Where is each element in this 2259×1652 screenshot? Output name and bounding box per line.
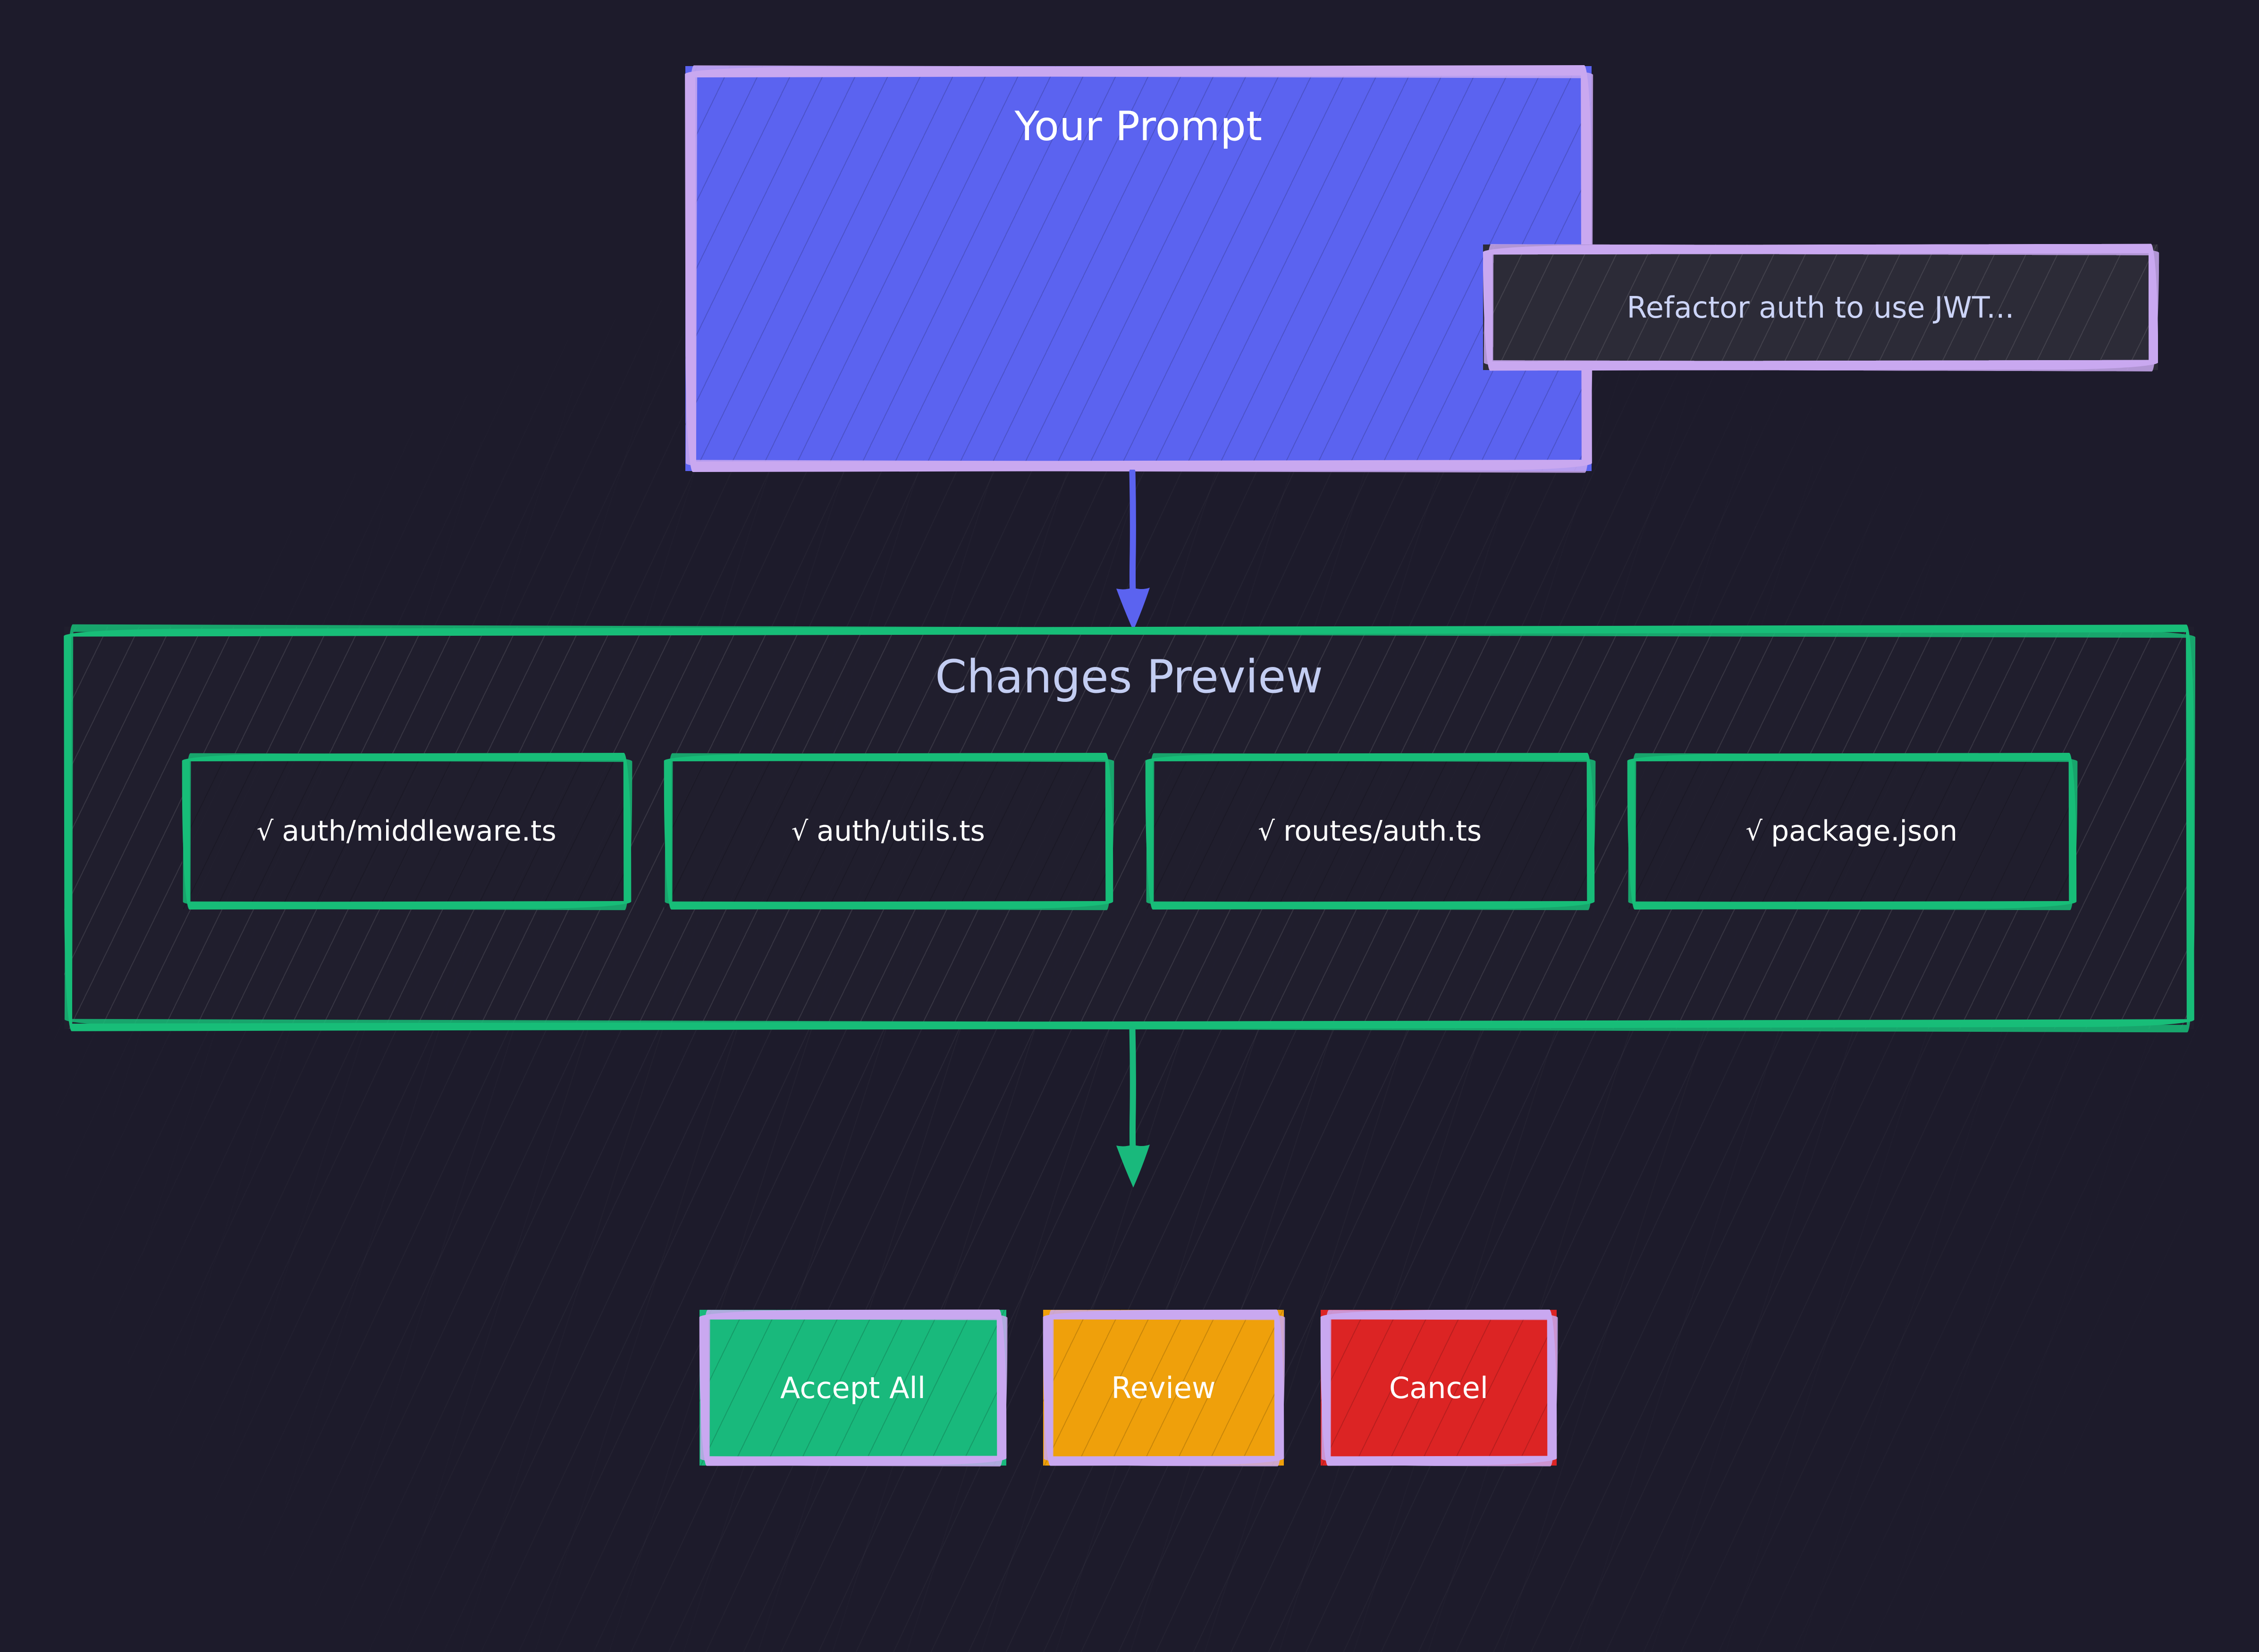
changed-file-name: package.json bbox=[1771, 815, 1958, 848]
changed-file-chip[interactable]: √ routes/auth.ts bbox=[1145, 753, 1595, 910]
changed-file-chip[interactable]: √ package.json bbox=[1627, 753, 2077, 910]
review-label: Review bbox=[1111, 1370, 1216, 1405]
changes-preview-panel: Changes Preview √ auth/middleware.ts √ a… bbox=[64, 624, 2196, 1033]
prompt-input-value: Refactor auth to use JWT... bbox=[1627, 290, 2015, 325]
prompt-card: Your Prompt Refactor auth to use JWT... bbox=[685, 65, 2159, 473]
arrow-prompt-to-preview-icon bbox=[1095, 468, 1171, 632]
arrow-preview-to-actions-icon bbox=[1095, 1024, 1171, 1189]
checkmark-icon: √ bbox=[1258, 816, 1275, 847]
prompt-input-field[interactable]: Refactor auth to use JWT... bbox=[1483, 244, 2159, 372]
action-button-row: Accept All Review Cancel bbox=[699, 1309, 1558, 1467]
accept-all-label: Accept All bbox=[780, 1370, 926, 1405]
changed-file-name: auth/middleware.ts bbox=[282, 815, 556, 848]
changed-file-name: routes/auth.ts bbox=[1283, 815, 1482, 848]
changes-preview-title: Changes Preview bbox=[935, 650, 1323, 703]
cancel-button[interactable]: Cancel bbox=[1320, 1309, 1558, 1467]
checkmark-icon: √ bbox=[791, 816, 809, 847]
changed-files-list: √ auth/middleware.ts √ auth/utils.ts √ r… bbox=[182, 753, 2077, 910]
accept-all-button[interactable]: Accept All bbox=[699, 1309, 1008, 1467]
prompt-card-title: Your Prompt bbox=[1014, 103, 1263, 150]
cancel-label: Cancel bbox=[1389, 1370, 1489, 1405]
checkmark-icon: √ bbox=[256, 816, 274, 847]
review-button[interactable]: Review bbox=[1043, 1309, 1285, 1467]
checkmark-icon: √ bbox=[1745, 816, 1763, 847]
changed-file-chip[interactable]: √ auth/middleware.ts bbox=[182, 753, 632, 910]
changed-file-name: auth/utils.ts bbox=[817, 815, 985, 848]
changed-file-chip[interactable]: √ auth/utils.ts bbox=[664, 753, 1114, 910]
